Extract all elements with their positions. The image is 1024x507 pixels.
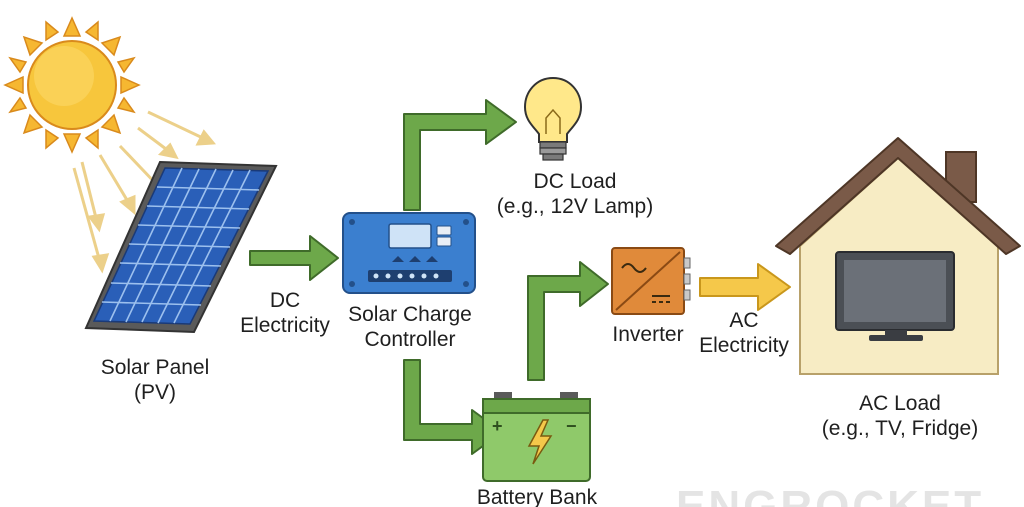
dc-load-label: DC Load (e.g., 12V Lamp) [493,169,657,219]
ac-load-label: AC Load (e.g., TV, Fridge) [800,391,1000,441]
charge-controller-icon [342,212,476,294]
charge-controller-label: Solar Charge Controller [332,302,488,352]
ac-load-title: AC Load [859,392,941,415]
ac-electricity-line1: AC [729,309,759,332]
inverter-title: Inverter [612,323,684,346]
tv-icon [835,251,955,341]
solar-panel-subtitle: (PV) [134,381,176,404]
arrow-inverter-to-ac-load [699,263,791,311]
light-bulb-icon [523,76,583,161]
svg-text:+: + [492,416,503,436]
solar-panel-title: Solar Panel [100,356,210,379]
ac-load-subtitle: (e.g., TV, Fridge) [821,417,979,440]
arrow-panel-to-controller [249,235,339,281]
battery-bank-label: Battery Bank [456,485,618,507]
ac-electricity-line2: Electricity [699,334,789,357]
dc-electricity-label: DC Electricity [228,288,342,338]
inverter-icon [611,247,691,315]
svg-text:−: − [566,416,577,436]
solar-panel-icon [84,160,278,334]
ac-electricity-label: AC Electricity [688,308,800,358]
battery-bank-title: Battery Bank [476,486,598,507]
green-arrows [249,99,609,455]
dc-electricity-line2: Electricity [240,314,330,337]
arrow-controller-to-dc-load [403,99,517,211]
dc-electricity-line1: DC [269,289,301,312]
watermark: ENGROCKET [676,482,985,507]
dc-load-title: DC Load [533,170,617,193]
charge-controller-line1: Solar Charge [348,303,472,326]
dc-load-subtitle: (e.g., 12V Lamp) [496,195,654,218]
charge-controller-line2: Controller [364,328,456,351]
sun-icon [3,16,141,154]
battery-icon: + − [482,392,591,482]
inverter-label: Inverter [596,322,700,347]
solar-panel-label: Solar Panel (PV) [80,355,230,405]
arrow-battery-to-inverter [527,261,609,381]
